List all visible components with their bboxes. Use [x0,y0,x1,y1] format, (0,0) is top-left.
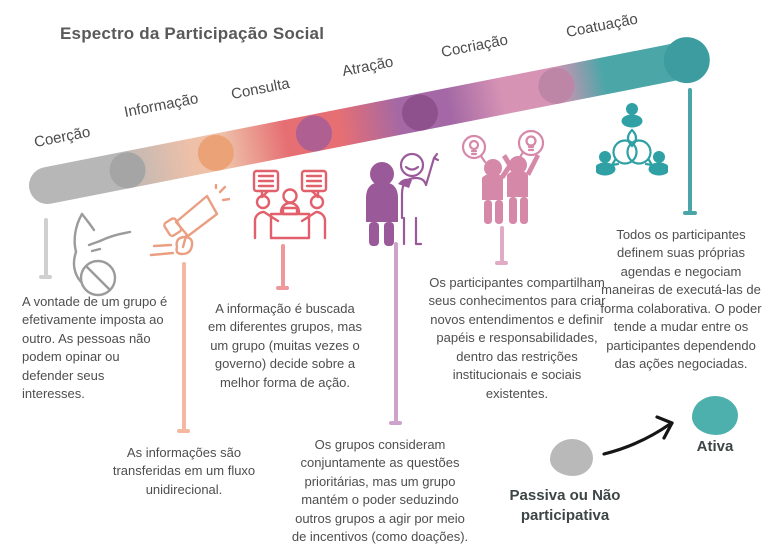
stage-label-cocriacao: Cocriação [439,31,510,61]
stage-label-atracao: Atração [340,53,395,80]
stage-description-coatuacao: Todos os participantes definem suas próp… [600,227,762,372]
connector-informacao [182,262,186,430]
connector-coatuacao [688,88,692,212]
connector-consulta-cap [276,286,289,290]
connector-consulta [281,244,285,287]
stage-description-coercao: A vontade de um grupo é efetivamente imp… [22,294,168,402]
connector-coatuacao-cap [683,211,697,215]
stage-description-consulta: A informação é buscada em diferentes gru… [208,301,362,390]
connector-informacao-cap [177,429,190,433]
three-people-dialogue-icon [596,102,668,186]
two-people-arm-around-icon [356,150,442,248]
stage-marker-atracao [398,91,441,134]
stage-label-informacao: Informação [122,89,200,121]
passive-legend-label: Passiva ou Não participativa [509,487,621,525]
active-blob [692,396,738,435]
stage-marker-consulta [292,111,336,155]
group-meeting-icon [248,168,332,242]
stage-description-informacao: As informações são transferidas em um fl… [112,445,256,497]
stage-marker-informacao [194,131,237,174]
stage-label-coatuacao: Coatuação [564,10,640,42]
stage-marker-coercao [106,148,149,191]
megaphone-icon [146,184,230,262]
stage-label-coercao: Coerção [32,123,92,151]
connector-cocriacao-cap [495,261,508,265]
people-lightbulb-ideas-icon [460,130,548,228]
stage-marker-coatuacao [659,32,714,87]
passive-blob [550,439,593,476]
active-legend-label: Ativa [696,438,734,455]
arrow-right-icon [598,412,686,462]
connector-atracao [394,242,398,422]
stage-description-cocriacao: Os participantes compartilham seus conhe… [428,275,606,401]
page-title: Espectro da Participação Social [60,24,325,43]
connector-atracao-cap [389,421,402,425]
connector-coercao-cap [39,275,52,279]
stage-description-atracao: Os grupos consideram conjuntamente as qu… [291,437,469,545]
stage-marker-cocriacao [535,64,578,107]
stage-label-consulta: Consulta [229,75,292,103]
hand-prohibition-icon [52,208,140,306]
connector-coercao [44,218,48,276]
connector-cocriacao [500,226,504,262]
